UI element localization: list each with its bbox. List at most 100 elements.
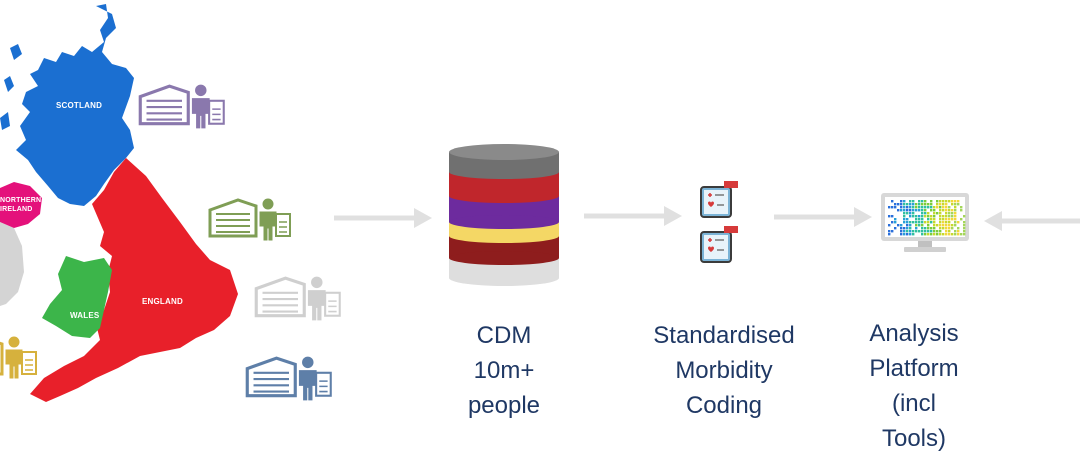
heatmap-cell bbox=[945, 206, 948, 209]
analysis-caption-line: Analysis bbox=[869, 320, 959, 347]
heatmap-cell bbox=[957, 221, 960, 224]
heatmap-cell bbox=[888, 215, 891, 218]
heatmap-cell bbox=[906, 218, 909, 221]
heatmap-cell bbox=[939, 215, 942, 218]
heatmap-cell bbox=[954, 200, 957, 203]
heatmap-cell bbox=[912, 215, 915, 218]
heatmap-cell bbox=[903, 221, 906, 224]
heatmap-cell bbox=[939, 209, 942, 212]
heatmap-cell bbox=[918, 215, 921, 218]
heatmap-cell bbox=[945, 218, 948, 221]
heatmap-cell bbox=[924, 230, 927, 233]
heatmap-cell bbox=[921, 233, 924, 236]
heatmap-cell bbox=[951, 203, 954, 206]
heatmap-cell bbox=[954, 212, 957, 215]
heatmap-cell bbox=[927, 206, 930, 209]
heatmap-cell bbox=[948, 227, 951, 230]
heatmap-cell bbox=[963, 224, 966, 227]
heatmap-cell bbox=[924, 203, 927, 206]
heatmap-cell bbox=[945, 233, 948, 236]
heatmap-cell bbox=[924, 206, 927, 209]
heatmap-cell bbox=[909, 206, 912, 209]
heatmap-cell bbox=[921, 215, 924, 218]
heatmap-cell bbox=[891, 215, 894, 218]
morbidity-caption-line: Coding bbox=[685, 392, 763, 419]
heatmap-cell bbox=[954, 230, 957, 233]
heatmap-cell bbox=[909, 212, 912, 215]
heatmap-cell bbox=[939, 230, 942, 233]
heatmap-cell bbox=[909, 221, 912, 224]
heatmap-cell bbox=[942, 203, 945, 206]
heatmap-cell bbox=[888, 206, 891, 209]
heatmap-cell bbox=[930, 233, 933, 236]
heatmap-cell bbox=[915, 206, 918, 209]
heatmap-cell bbox=[951, 209, 954, 212]
heatmap-cell bbox=[960, 218, 963, 221]
heatmap-cell bbox=[954, 206, 957, 209]
heatmap-cell bbox=[945, 224, 948, 227]
heatmap-cell bbox=[909, 227, 912, 230]
heatmap-cell bbox=[906, 221, 909, 224]
heatmap-cell bbox=[915, 218, 918, 221]
heatmap-cell bbox=[939, 200, 942, 203]
heatmap-cell bbox=[951, 227, 954, 230]
heatmap-cell bbox=[927, 230, 930, 233]
heatmap-cell bbox=[903, 212, 906, 215]
heatmap-cell bbox=[945, 212, 948, 215]
heatmap-cell bbox=[945, 200, 948, 203]
heatmap-cell bbox=[909, 200, 912, 203]
morbidity-coding-icon-2 bbox=[700, 226, 739, 263]
heatmap-cell bbox=[939, 224, 942, 227]
heatmap-cell bbox=[954, 224, 957, 227]
morbidity-coding-icon-1 bbox=[700, 181, 739, 218]
heatmap-cell bbox=[903, 209, 906, 212]
heatmap-cell bbox=[963, 230, 966, 233]
heatmap-cell bbox=[903, 206, 906, 209]
heatmap-cell bbox=[921, 206, 924, 209]
heatmap-cell bbox=[924, 227, 927, 230]
heatmap-cell bbox=[903, 227, 906, 230]
heatmap-cell bbox=[939, 206, 942, 209]
heatmap-cell bbox=[945, 230, 948, 233]
uk-map bbox=[0, 4, 238, 402]
heatmap-cell bbox=[918, 218, 921, 221]
heatmap-cell bbox=[903, 218, 906, 221]
heatmap-cell bbox=[942, 206, 945, 209]
heatmap-cell bbox=[912, 209, 915, 212]
heatmap-cell bbox=[888, 230, 891, 233]
heatmap-cell bbox=[936, 203, 939, 206]
heatmap-cell bbox=[906, 224, 909, 227]
wales-region bbox=[42, 256, 112, 338]
heatmap-cell bbox=[921, 227, 924, 230]
heatmap-cell bbox=[915, 224, 918, 227]
heatmap-cell bbox=[894, 206, 897, 209]
heatmap-cell bbox=[954, 209, 957, 212]
heatmap-cell bbox=[927, 224, 930, 227]
heatmap-cell bbox=[888, 233, 891, 236]
heatmap-cell bbox=[891, 200, 894, 203]
heatmap-cell bbox=[930, 209, 933, 212]
analysis-caption-line: (incl bbox=[891, 390, 936, 417]
heatmap-cell bbox=[957, 230, 960, 233]
wales-label: WALES bbox=[70, 311, 100, 320]
heatmap-cell bbox=[903, 200, 906, 203]
heatmap-cell bbox=[957, 233, 960, 236]
heatmap-cell bbox=[909, 209, 912, 212]
arrow-to-analysis bbox=[774, 207, 872, 227]
heatmap-cell bbox=[933, 212, 936, 215]
heatmap-cell bbox=[900, 203, 903, 206]
heatmap-cell bbox=[900, 206, 903, 209]
facility-icon-scotland bbox=[138, 83, 226, 130]
heatmap-cell bbox=[906, 212, 909, 215]
england-region bbox=[30, 158, 238, 402]
heatmap-cell bbox=[903, 233, 906, 236]
heatmap-cell bbox=[912, 233, 915, 236]
heatmap-cell bbox=[948, 224, 951, 227]
heatmap-cell bbox=[891, 206, 894, 209]
heatmap-cell bbox=[930, 227, 933, 230]
heatmap-cell bbox=[906, 206, 909, 209]
heatmap-cell bbox=[954, 215, 957, 218]
heatmap-cell bbox=[963, 227, 966, 230]
heatmap-cell bbox=[930, 230, 933, 233]
heatmap-cell bbox=[894, 221, 897, 224]
